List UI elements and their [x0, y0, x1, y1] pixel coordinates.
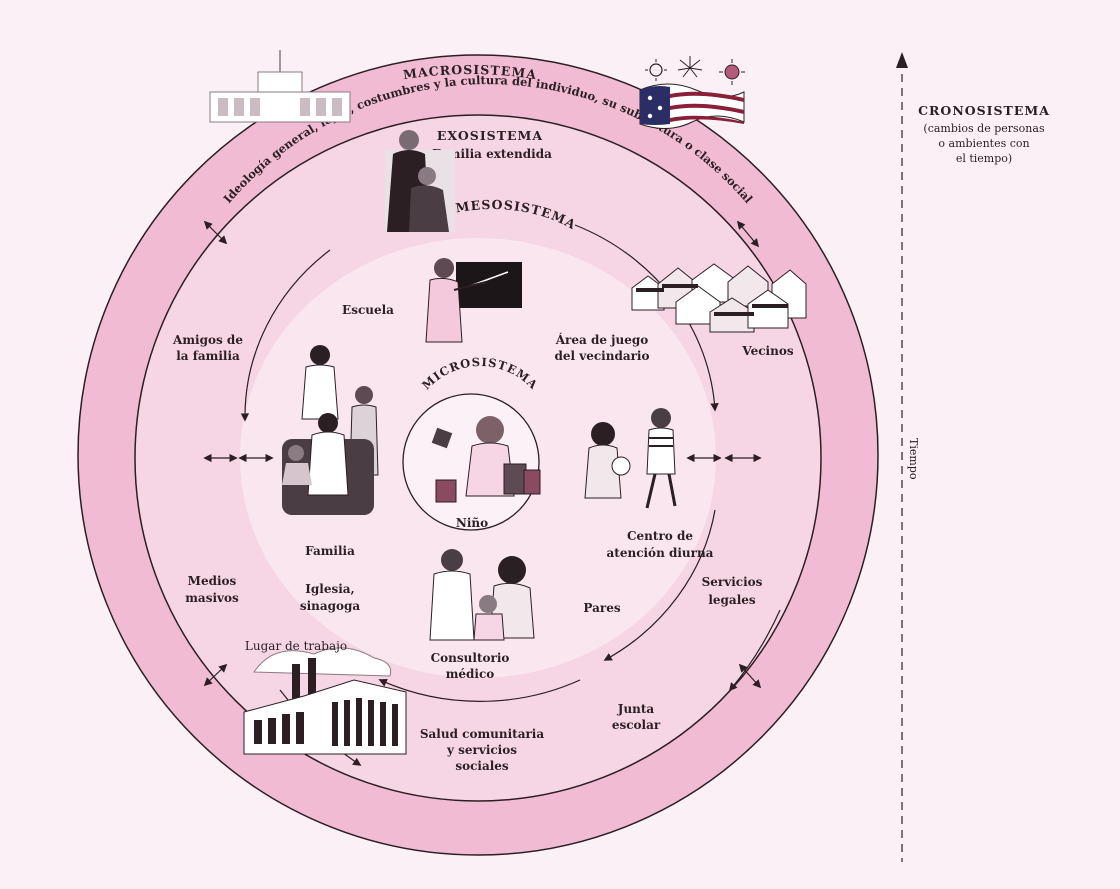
grandparents-icon — [385, 130, 455, 232]
exosystem-title: EXOSISTEMA — [437, 128, 543, 143]
label-escuela: Escuela — [342, 303, 394, 317]
time-axis-arrow — [896, 52, 908, 68]
label-salud-2: y servicios — [446, 743, 517, 757]
family-icon — [282, 345, 379, 515]
child-label: Niño — [456, 516, 488, 530]
fireworks-icon — [677, 56, 703, 78]
child-with-blocks-icon — [431, 416, 541, 503]
label-salud-3: sociales — [455, 759, 509, 773]
doctor-icon — [429, 549, 535, 641]
sun-icon-2 — [719, 59, 745, 85]
label-servicios-2: legales — [708, 593, 756, 607]
time-label: Tiempo — [907, 438, 920, 480]
label-centro-1: Centro de — [627, 529, 693, 543]
meso-arrow-right-bottom — [603, 509, 716, 661]
label-salud-1: Salud comunitaria — [420, 727, 545, 741]
label-junta-2: escolar — [612, 718, 661, 732]
exo-arrow-bottom-right — [728, 609, 781, 692]
chronosystem-line-2: o ambientes con — [938, 137, 1029, 150]
playing-children-icon — [584, 408, 677, 509]
macrosystem-title: MACROSISTEMA — [402, 62, 538, 82]
exosystem-subtitle: Familia extendida — [432, 147, 552, 161]
teacher-icon — [425, 258, 522, 343]
houses-icon — [631, 263, 807, 333]
label-consultorio-2: médico — [446, 667, 495, 681]
chronosystem-line-3: el tiempo) — [956, 152, 1012, 165]
label-amigos-2: la familia — [176, 349, 240, 363]
label-medios-2: masivos — [185, 591, 239, 605]
label-servicios-1: Servicios — [702, 575, 763, 589]
label-familia: Familia — [305, 544, 355, 558]
double-arrow-top-left — [203, 220, 228, 245]
double-arrow-top-right — [736, 220, 760, 248]
flag-icon — [639, 83, 745, 129]
chronosystem-title: CRONOSISTEMA — [918, 103, 1050, 118]
label-junta-1: Junta — [617, 702, 655, 716]
label-medios-1: Medios — [188, 574, 237, 588]
label-vecinos: Vecinos — [741, 344, 793, 358]
meso-arrow-bottom — [378, 678, 581, 702]
label-centro-2: atención diurna — [607, 546, 714, 560]
label-consultorio-1: Consultorio — [431, 651, 510, 665]
label-iglesia-1: Iglesia, — [305, 582, 354, 596]
double-arrow-bottom-left — [203, 663, 228, 687]
meso-arrow-left-top — [240, 249, 331, 422]
label-area-1: Área de juego — [555, 332, 649, 347]
label-area-2: del vecindario — [554, 349, 649, 363]
label-amigos-1: Amigos de — [172, 333, 243, 347]
sun-icon — [645, 59, 667, 81]
factory-icon — [243, 647, 407, 755]
government-building-icon — [209, 50, 351, 123]
label-pares: Pares — [583, 601, 620, 615]
double-arrow-bottom-right — [738, 663, 762, 689]
label-iglesia-2: sinagoga — [300, 599, 361, 613]
label-lugar-trabajo: Lugar de trabajo — [245, 639, 347, 653]
chronosystem-line-1: (cambios de personas — [923, 122, 1045, 135]
